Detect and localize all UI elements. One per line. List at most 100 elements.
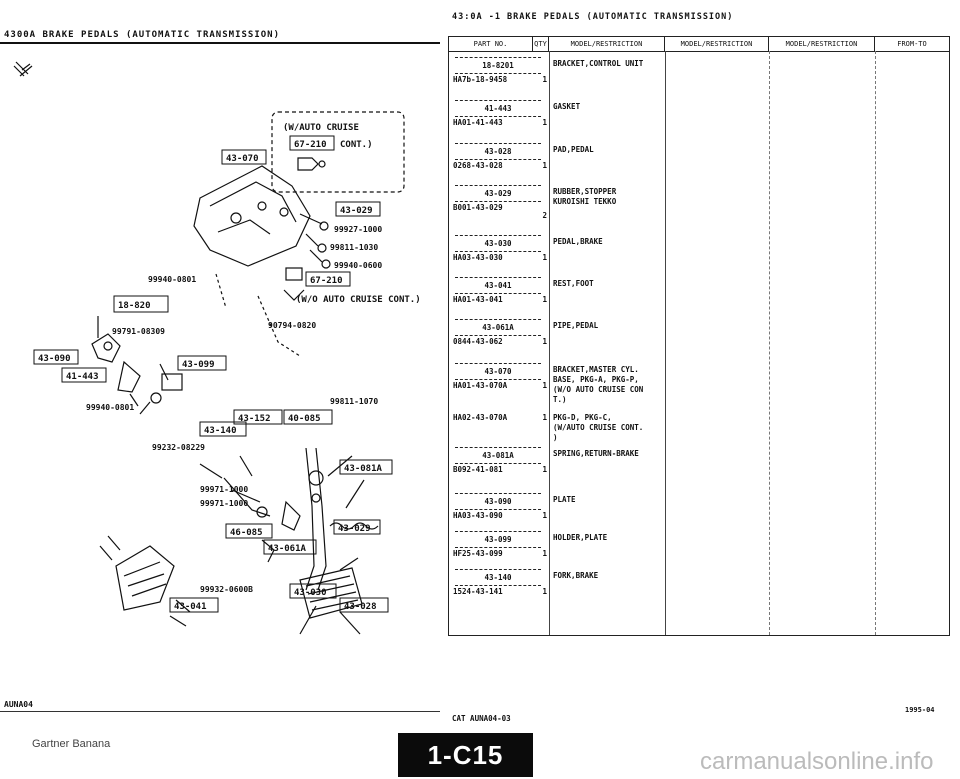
label-67-210: 67-210	[294, 140, 327, 150]
description: REST,FOOT	[553, 279, 594, 288]
label-99811: 99811-1030	[330, 243, 378, 252]
description: SPRING,RETURN-BRAKE	[553, 449, 639, 458]
part-number: 0844-43-062	[453, 337, 503, 346]
label-43-041: 43-041	[174, 602, 207, 612]
label-43-070: 43-070	[226, 154, 259, 164]
site-watermark: carmanualsonline.info	[700, 748, 934, 775]
label-99932: 99932-0600B	[200, 585, 253, 594]
quantity: 1	[542, 253, 547, 262]
part-number: HA02-43-070A	[453, 413, 508, 422]
catalog-code-left: AUNA04	[4, 700, 33, 709]
divider	[665, 51, 666, 635]
quantity: 1	[542, 549, 547, 558]
label-99940-0801-top: 99940-0801	[148, 275, 196, 284]
quantity: 1	[542, 161, 547, 170]
quantity: 1	[542, 118, 547, 127]
label-wo-auto-cruise: (W/O AUTO CRUISE CONT.)	[296, 295, 421, 305]
ref-number: 41-443	[455, 100, 541, 117]
description: PLATE	[553, 495, 576, 504]
catalog-code-right: CAT AUNA04-03	[452, 714, 511, 723]
label-43-029b: 43-029	[338, 524, 371, 534]
label-43-090: 43-090	[38, 354, 71, 364]
label-43-140: 43-140	[204, 426, 237, 436]
quantity: 1	[542, 587, 547, 596]
ref-number: 43-140	[455, 569, 541, 586]
label-90794: 90794-0820	[268, 321, 316, 330]
page-number: 1-C15	[398, 733, 533, 777]
header-rule	[449, 51, 949, 52]
part-number: HA01-43-041	[453, 295, 503, 304]
description: PIPE,PEDAL	[553, 321, 599, 330]
ref-number: 43-090	[455, 493, 541, 510]
label-43-061a: 43-061A	[268, 544, 307, 554]
col-model-2: MODEL/RESTRICTION	[665, 37, 769, 51]
label-43-029: 43-029	[340, 206, 373, 216]
part-number: B092-41-081	[453, 465, 503, 474]
label-99232: 99232-08229	[152, 443, 205, 452]
description: BRACKET,MASTER CYL. BASE, PKG-A, PKG-P, …	[553, 365, 644, 404]
ref-number: 43-030	[455, 235, 541, 252]
label-18-820: 18-820	[118, 301, 151, 311]
page-title-left: 4300A BRAKE PEDALS (AUTOMATIC TRANSMISSI…	[4, 30, 280, 40]
col-model-3: MODEL/RESTRICTION	[769, 37, 875, 51]
part-number: HA01-43-070A	[453, 381, 508, 390]
footer-divider	[0, 711, 440, 712]
part-number: HA01-41-443	[453, 118, 503, 127]
label-43-152: 43-152	[238, 414, 271, 424]
label-cont: CONT.)	[340, 140, 373, 150]
revision-date: 1995-04	[905, 706, 935, 714]
divider	[769, 51, 770, 635]
ref-number: 18-8201	[455, 57, 541, 74]
part-number: 0268-43-028	[453, 161, 503, 170]
quantity: 1	[542, 295, 547, 304]
description: FORK,BRAKE	[553, 571, 599, 580]
quantity: 1	[542, 381, 547, 390]
col-part-no: PART NO.	[449, 37, 533, 51]
label-67-210-b: 67-210	[310, 276, 343, 286]
part-number: HA03-43-030	[453, 253, 503, 262]
label-99971b: 99971-1000	[200, 499, 248, 508]
quantity: 1	[542, 413, 547, 422]
quantity: 1	[542, 75, 547, 84]
header-divider	[0, 42, 440, 44]
part-number: HF25-43-099	[453, 549, 503, 558]
quantity: 2	[542, 211, 547, 220]
description: HOLDER,PLATE	[553, 533, 608, 542]
col-model-1: MODEL/RESTRICTION	[549, 37, 665, 51]
label-40-085: 40-085	[288, 414, 321, 424]
ref-number: 43-099	[455, 531, 541, 548]
label-99927: 99927-1000	[334, 225, 382, 234]
label-41-443: 41-443	[66, 372, 99, 382]
label-99811-1070: 99811-1070	[330, 397, 378, 406]
label-auto-cruise: (W/AUTO CRUISE	[283, 123, 359, 133]
parts-table: PART NO. QTY MODEL/RESTRICTION MODEL/RES…	[448, 36, 950, 636]
ref-number: 43-041	[455, 277, 541, 294]
part-number: 1524-43-141	[453, 587, 503, 596]
ref-number: 43-029	[455, 185, 541, 202]
brand-watermark: Gartner Banana	[32, 738, 111, 750]
quantity: 1	[542, 337, 547, 346]
description: PEDAL,BRAKE	[553, 237, 603, 246]
col-qty: QTY	[533, 37, 549, 51]
part-number: HA03-43-090	[453, 511, 503, 520]
quantity: 1	[542, 465, 547, 474]
label-46-085: 46-085	[230, 528, 263, 538]
label-99971a: 99971-1000	[200, 485, 248, 494]
part-number: B001-43-029	[453, 203, 503, 212]
ref-number: 43-081A	[455, 447, 541, 464]
bolt-icon	[13, 61, 33, 77]
ref-number: 43-070	[455, 363, 541, 380]
label-43-099: 43-099	[182, 360, 215, 370]
page-title-right: 43:0A -1 BRAKE PEDALS (AUTOMATIC TRANSMI…	[452, 12, 734, 22]
exploded-parts-diagram: (W/AUTO CRUISE 67-210 CONT.) 43-070 43-0…	[13, 61, 421, 635]
label-43-081a: 43-081A	[344, 464, 383, 474]
part-number: HA7b-18-9458	[453, 75, 508, 84]
col-from-to: FROM-TO	[897, 40, 927, 48]
label-99940-0801: 99940-0801	[86, 403, 134, 412]
ref-number: 43-061A	[455, 319, 541, 336]
label-99940-0600: 99940-0600	[334, 261, 382, 270]
ref-number: 43-028	[455, 143, 541, 160]
description: PKG-D, PKG-C, (W/AUTO CRUISE CONT. )	[553, 413, 644, 442]
description: GASKET	[553, 102, 581, 111]
description: PAD,PEDAL	[553, 145, 594, 154]
